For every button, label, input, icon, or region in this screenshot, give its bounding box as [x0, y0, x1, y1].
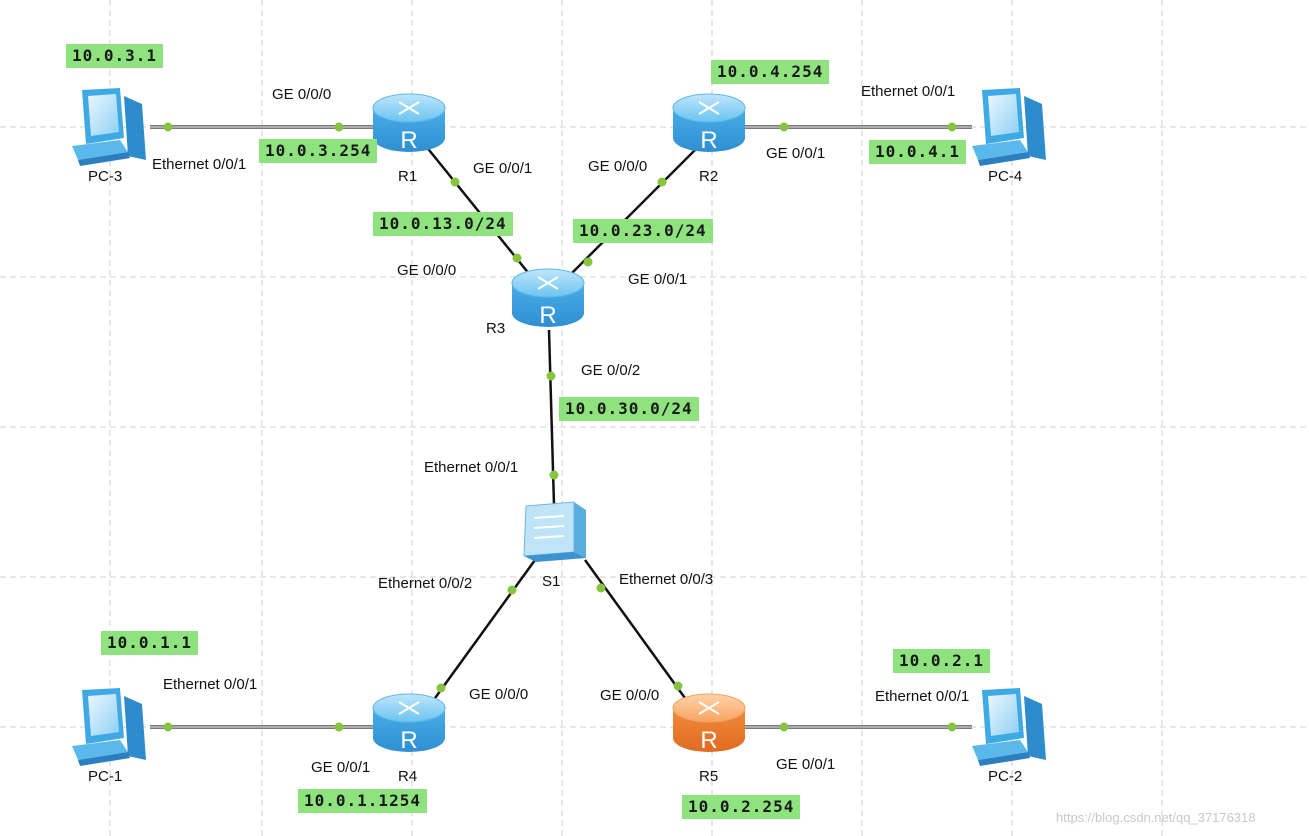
device-name-r1: R1 — [398, 168, 418, 185]
port-dots — [163, 122, 957, 732]
port-label-r3-ge002: GE 0/0/2 — [581, 362, 641, 379]
port-label-r1-ge000: GE 0/0/0 — [272, 86, 332, 103]
device-name-pc3: PC-3 — [88, 168, 123, 185]
pc2-icon[interactable] — [972, 688, 1046, 766]
device-name-pc4: PC-4 — [988, 168, 1023, 185]
device-name-r2: R2 — [699, 168, 719, 185]
link-r1-r3 — [424, 144, 531, 276]
ip-label-r2: 10.0.4.254 — [711, 60, 830, 84]
link-s1-r4 — [428, 559, 537, 706]
router-r1-icon[interactable]: R — [372, 93, 446, 154]
port-label-s1-eth3: Ethernet 0/0/3 — [619, 571, 714, 588]
pc4-icon[interactable] — [972, 88, 1046, 166]
port-label-r5-ge001: GE 0/0/1 — [776, 756, 836, 773]
port-label-pc4-eth: Ethernet 0/0/1 — [861, 83, 956, 100]
port-label-r3-ge001: GE 0/0/1 — [628, 271, 688, 288]
port-label-pc3-eth: Ethernet 0/0/1 — [152, 156, 247, 173]
pc1-icon[interactable] — [72, 688, 146, 766]
device-name-pc2: PC-2 — [988, 768, 1023, 785]
svg-text:R: R — [539, 302, 556, 329]
svg-text:R: R — [400, 127, 417, 154]
router-r3-icon[interactable]: R — [511, 268, 585, 329]
port-label-r1-ge001: GE 0/0/1 — [473, 160, 533, 177]
port-label-r4-ge000: GE 0/0/0 — [469, 686, 529, 703]
device-name-pc1: PC-1 — [88, 768, 123, 785]
ip-label-net23: 10.0.23.0/24 — [573, 219, 713, 243]
ip-label-r4: 10.0.1.1254 — [298, 789, 427, 813]
svg-text:R: R — [700, 727, 717, 754]
device-name-r4: R4 — [398, 768, 418, 785]
device-name-s1: S1 — [542, 573, 561, 590]
pc3-icon[interactable] — [72, 88, 146, 166]
port-label-s1-eth2: Ethernet 0/0/2 — [378, 575, 473, 592]
ip-label-pc3: 10.0.3.1 — [66, 44, 164, 68]
device-name-r3: R3 — [486, 320, 506, 337]
ip-label-pc2: 10.0.2.1 — [893, 649, 991, 673]
port-label-pc2-eth: Ethernet 0/0/1 — [875, 688, 970, 705]
svg-text:R: R — [700, 127, 717, 154]
router-r4-icon[interactable]: R — [372, 693, 446, 754]
port-label-s1-eth1: Ethernet 0/0/1 — [424, 459, 519, 476]
port-label-r4-ge001: GE 0/0/1 — [311, 759, 371, 776]
port-label-r2-ge000: GE 0/0/0 — [588, 158, 648, 175]
port-label-r5-ge000: GE 0/0/0 — [600, 687, 660, 704]
svg-text:R: R — [400, 727, 417, 754]
switch-s1-icon[interactable] — [523, 501, 586, 562]
device-name-r5: R5 — [699, 768, 719, 785]
ip-label-net13: 10.0.13.0/24 — [373, 212, 513, 236]
ip-label-net30: 10.0.30.0/24 — [559, 397, 699, 421]
port-label-r3-ge000: GE 0/0/0 — [397, 262, 457, 279]
link-r2-r3 — [569, 144, 701, 276]
port-label-r2-ge001: GE 0/0/1 — [766, 145, 826, 162]
router-r2-icon[interactable]: R — [672, 93, 746, 154]
ip-label-r1: 10.0.3.254 — [259, 139, 378, 163]
ip-label-r5: 10.0.2.254 — [682, 795, 801, 819]
port-label-pc1-eth: Ethernet 0/0/1 — [163, 676, 258, 693]
watermark: https://blog.csdn.net/qq_37176318 — [1056, 810, 1256, 825]
ip-label-pc1: 10.0.1.1 — [101, 631, 199, 655]
router-r5-icon[interactable]: R — [672, 693, 746, 754]
ip-label-pc4: 10.0.4.1 — [869, 140, 967, 164]
